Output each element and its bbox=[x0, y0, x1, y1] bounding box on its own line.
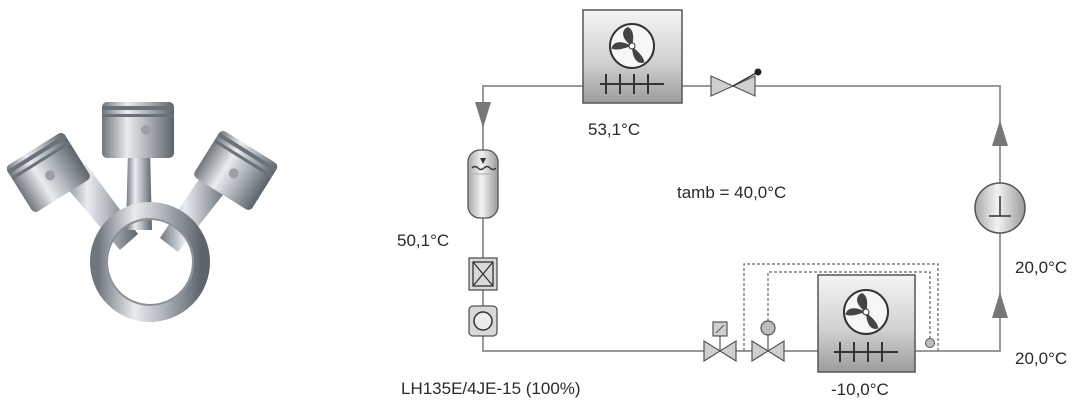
condenser-temperature: 53,1°C bbox=[588, 120, 641, 139]
evaporator-temperature: -10,0°C bbox=[831, 380, 889, 399]
condenser bbox=[582, 9, 683, 104]
piston-assembly-icon bbox=[6, 102, 278, 322]
evaporator bbox=[817, 274, 916, 373]
flow-arrow-up-upper bbox=[992, 120, 1008, 146]
pipe-network bbox=[482, 85, 1001, 352]
expansion-valve bbox=[743, 263, 939, 363]
solenoid-valve bbox=[703, 321, 737, 363]
suction-temperature-upper: 20,0°C bbox=[1015, 258, 1068, 277]
liquid-temperature: 50,1°C bbox=[397, 231, 450, 250]
flow-arrow-up-lower bbox=[992, 292, 1008, 318]
check-valve bbox=[710, 68, 762, 97]
filter-drier bbox=[468, 257, 498, 291]
ambient-temperature: tamb = 40,0°C bbox=[677, 183, 787, 202]
suction-temperature-lower: 20,0°C bbox=[1015, 349, 1068, 368]
compressor-model-label: LH135E/4JE-15 (100%) bbox=[401, 379, 581, 398]
flow-arrow-down bbox=[475, 102, 491, 128]
compressor bbox=[974, 182, 1026, 234]
sight-glass bbox=[468, 305, 498, 337]
liquid-receiver bbox=[467, 149, 499, 219]
